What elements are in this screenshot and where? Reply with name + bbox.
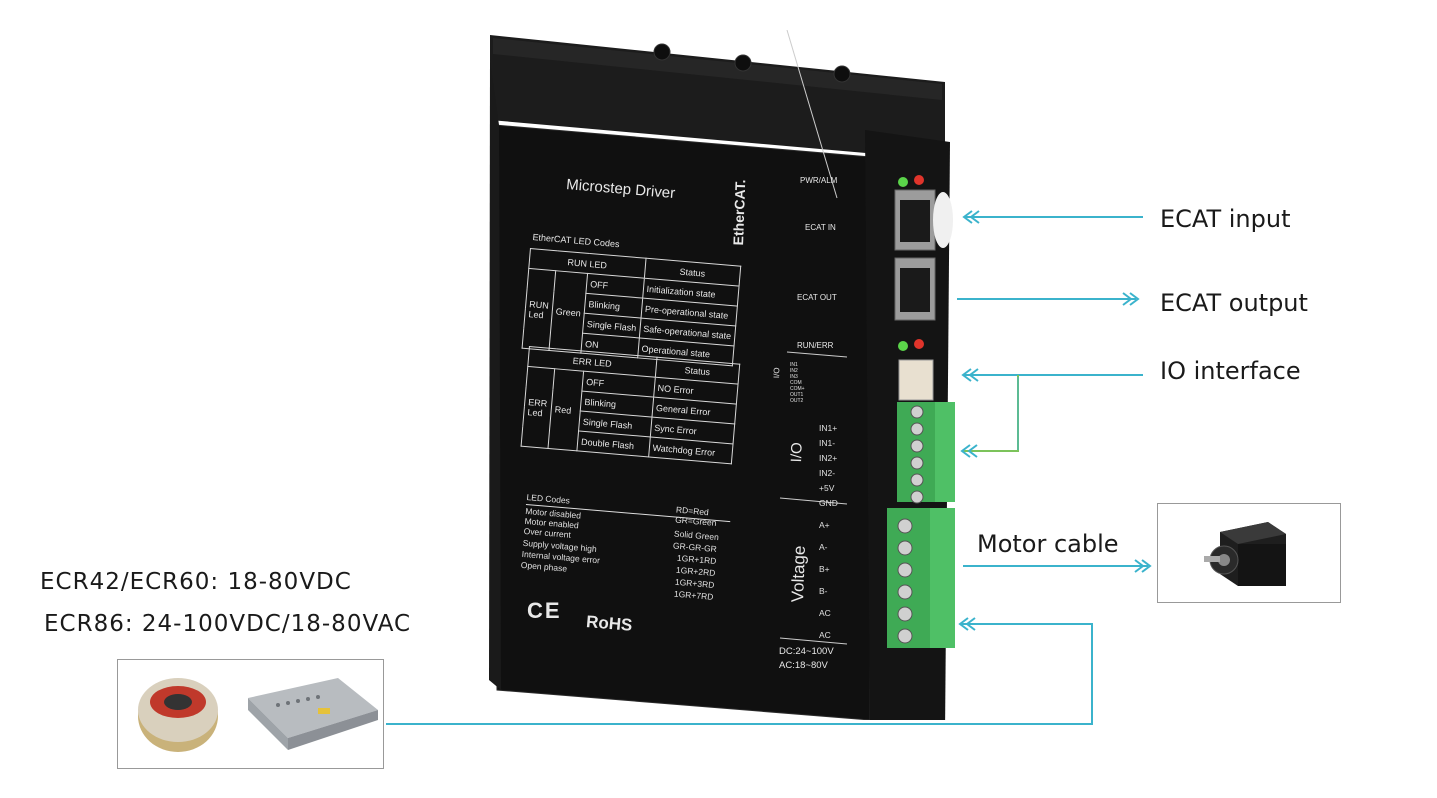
motor-cable-arrow <box>1134 559 1145 573</box>
stepper-motor-photo <box>1157 503 1341 603</box>
power-spec-line1: ECR42/ECR60: 18-80VDC <box>40 569 352 595</box>
small-io-pin: IN2 <box>790 368 798 374</box>
motor-pin-label: B+ <box>819 564 830 574</box>
power-supply-photo <box>117 659 384 769</box>
io-pin-label: GND <box>819 498 838 508</box>
power-arrow <box>958 617 969 631</box>
motor-pin-label: AC <box>819 608 831 618</box>
io-interface-arrow <box>961 368 972 382</box>
ethercat-logo: EtherCAT. <box>730 179 749 246</box>
microstep-driver: Microstep Driver EtherCAT LED Codes RUN … <box>485 30 955 720</box>
small-io-pin: OUT2 <box>790 398 804 404</box>
rohs-mark: RoHS <box>585 612 634 635</box>
toroidal-transformer-icon <box>138 678 218 752</box>
io-big-label: I/O <box>788 441 806 463</box>
pwr-alm-label: PWR/ALM <box>800 176 838 185</box>
run-err-label: RUN/ERR <box>797 341 834 350</box>
motor-cable-label: Motor cable <box>977 530 1119 558</box>
voltage-label: Voltage <box>788 545 809 603</box>
io-pin-label: IN1- <box>819 438 836 448</box>
small-io-pin: IN1 <box>790 362 798 368</box>
power-line <box>386 623 1093 725</box>
io-interface-label: IO interface <box>1160 357 1301 385</box>
ecat-output-arrow <box>1122 292 1133 306</box>
dc-range-label: DC:24~100V <box>779 646 834 657</box>
small-io-pin: OUT1 <box>790 392 804 398</box>
io-pin-label: +5V <box>819 483 835 493</box>
motor-pin-label: A+ <box>819 520 830 530</box>
power-supply-icons <box>138 678 378 752</box>
small-io-pin: IN3 <box>790 374 798 380</box>
ecat-out-label: ECAT OUT <box>797 293 837 302</box>
motor-pin-label: A- <box>819 542 828 552</box>
stepper-motor-icon <box>1204 522 1286 586</box>
power-spec-line2: ECR86: 24-100VDC/18-80VAC <box>44 611 412 637</box>
io-pin-label: IN2- <box>819 468 836 478</box>
io-pin-label: IN2+ <box>819 453 838 463</box>
io-small-label: I/O <box>772 367 782 379</box>
err-led-table: ERR LED Status ERR Led Red OFF NO Error … <box>521 346 741 464</box>
ac-range-label: AC:18~80V <box>779 660 828 671</box>
io-pin-label: IN1+ <box>819 423 838 433</box>
ce-mark: CE <box>527 598 562 623</box>
switching-power-supply-icon <box>248 678 378 750</box>
motor-pin-label: B- <box>819 586 828 596</box>
ecat-output-label: ECAT output <box>1160 289 1308 317</box>
io-branch-line <box>962 375 1019 452</box>
ecat-input-label: ECAT input <box>1160 205 1291 233</box>
small-io-pin: COM+ <box>790 386 805 392</box>
ecat-input-arrow <box>962 210 973 224</box>
motor-pin-label: AC <box>819 630 831 640</box>
ecat-in-label: ECAT IN <box>805 223 836 232</box>
small-io-pin: COM <box>790 380 802 386</box>
driver-housing <box>489 30 955 720</box>
